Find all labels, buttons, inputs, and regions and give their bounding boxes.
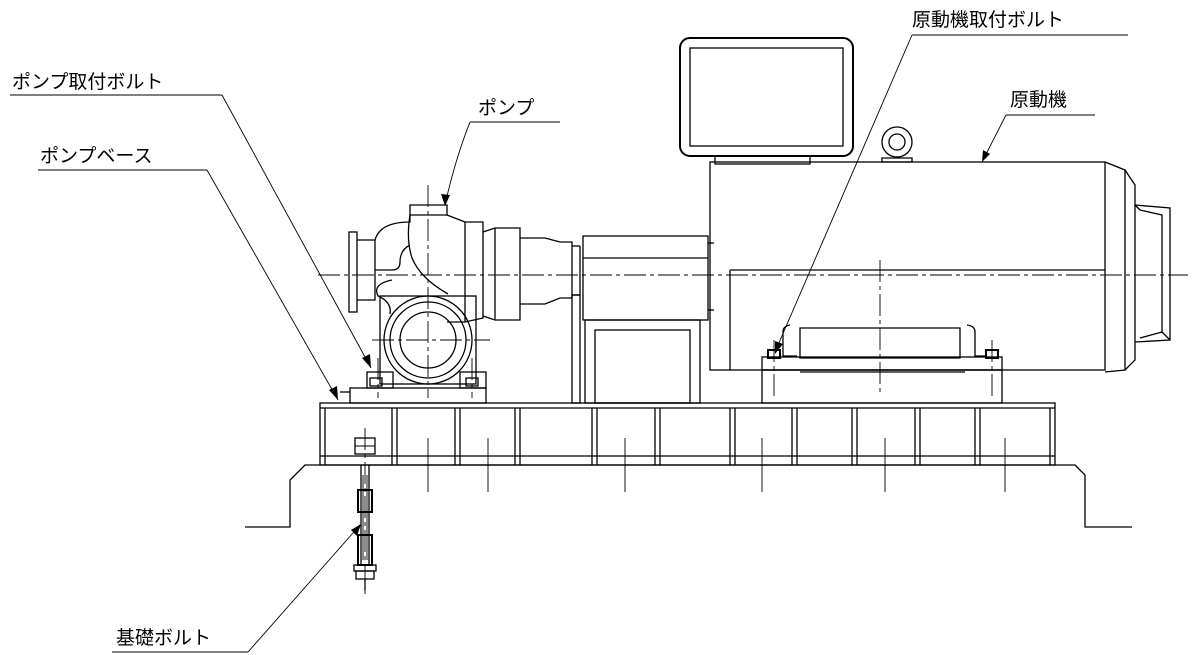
- callout-motor: 原動機: [982, 89, 1095, 162]
- label-foundation-bolt: 基礎ボルト: [116, 627, 211, 649]
- pump: [340, 204, 581, 404]
- motor: [679, 37, 1171, 404]
- label-pump-mount-bolt: ポンプ取付ボルト: [12, 71, 163, 93]
- label-motor-mount-bolt: 原動機取付ボルト: [912, 9, 1064, 31]
- label-pump-base: ポンプベース: [40, 145, 152, 167]
- callout-foundation-bolt: 基礎ボルト: [112, 524, 361, 653]
- pump-base-frame: [319, 402, 1056, 492]
- label-pump: ポンプ: [478, 97, 534, 119]
- foundation: [245, 464, 1132, 528]
- callout-pump: ポンプ: [441, 97, 560, 206]
- callout-pump-mount-bolt: ポンプ取付ボルト: [10, 71, 372, 369]
- coupling: [571, 235, 714, 404]
- callout-motor-mount-bolt: 原動機取付ボルト: [774, 9, 1128, 354]
- label-motor: 原動機: [1010, 89, 1067, 111]
- foundation-bolt: [353, 428, 377, 595]
- centerlines: [318, 185, 1188, 398]
- callout-pump-base: ポンプベース: [38, 145, 339, 401]
